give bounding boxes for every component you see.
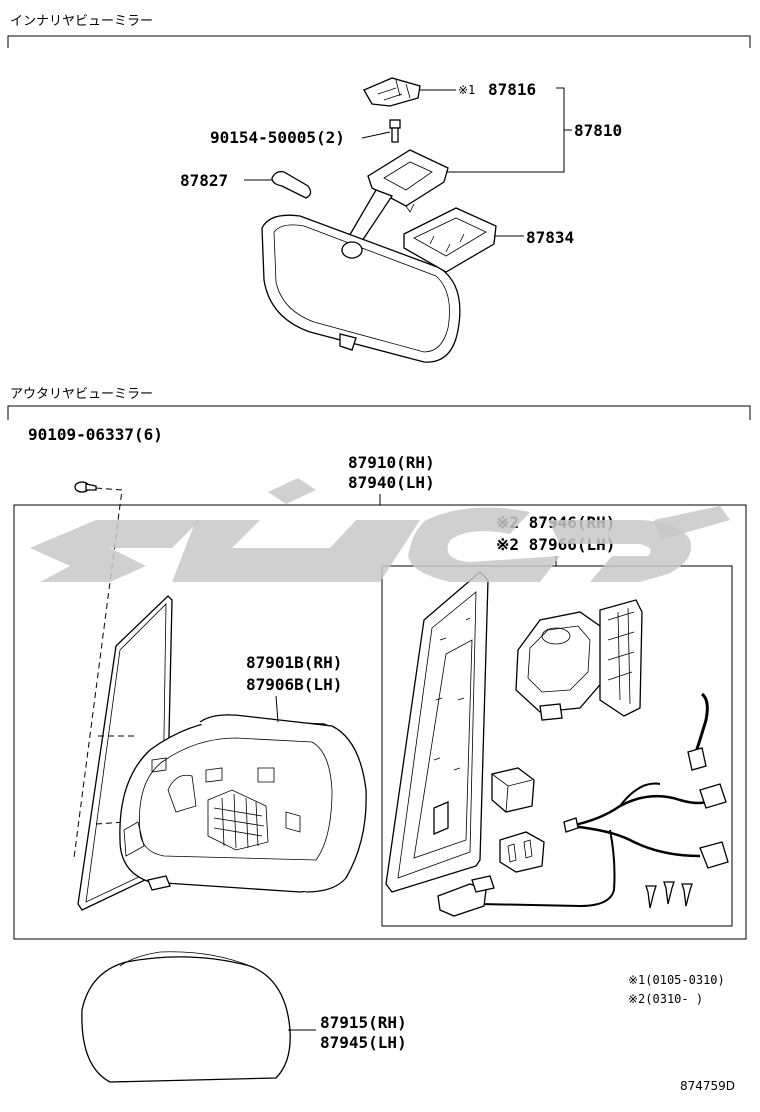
label-87816-note: ※1	[458, 83, 475, 97]
note-2: ※2(0310- )	[628, 992, 703, 1006]
label-87910: 87910(RH)	[348, 453, 435, 472]
part-mirror-frame	[385, 571, 489, 893]
note-1: ※1(0105-0310)	[628, 973, 725, 987]
label-87901b: 87901B(RH)	[246, 653, 342, 672]
part-connector-block	[499, 831, 545, 873]
screw-dashed-line	[73, 487, 123, 859]
part-87816-clip	[363, 77, 421, 107]
leader-90154	[361, 131, 391, 139]
assembly-box-87946	[381, 565, 733, 927]
diagram-ref-code: 874759D	[680, 1079, 735, 1093]
leader-87901b	[275, 695, 279, 723]
arabic-logo-watermark	[30, 478, 730, 582]
section-bracket-outer	[7, 405, 751, 420]
part-harness-plug	[687, 692, 709, 771]
part-inner-mirror-body	[261, 214, 461, 363]
part-87834-cover	[403, 207, 497, 273]
part-87901b-housing	[119, 714, 367, 893]
label-87915: 87915(RH)	[320, 1013, 407, 1032]
part-wire-harness	[437, 782, 729, 917]
section-bracket-interior	[7, 35, 751, 48]
part-small-screws	[645, 881, 693, 909]
part-actuator-motor	[515, 599, 643, 721]
label-90109: 90109-06337(6)	[28, 425, 163, 444]
assembly-box-87910	[13, 504, 747, 940]
label-87827: 87827	[180, 171, 228, 190]
label-87945: 87945(LH)	[320, 1033, 407, 1052]
label-87816: 87816	[488, 80, 536, 99]
label-87906b: 87906B(LH)	[246, 675, 342, 694]
section-title-outer: アウタリヤビューミラー	[10, 387, 153, 402]
label-90154: 90154-50005(2)	[210, 128, 345, 147]
interior-mirror-group	[244, 77, 572, 363]
part-87827-cap	[271, 170, 312, 199]
section-title-interior: インナリヤビューミラー	[10, 14, 153, 29]
label-87940: 87940(LH)	[348, 473, 435, 492]
label-87810: 87810	[574, 121, 622, 140]
label-87834: 87834	[526, 228, 574, 247]
part-87915-cover	[81, 951, 291, 1083]
part-90154-screw	[389, 119, 401, 143]
leader-87810	[446, 87, 565, 173]
part-90109-screw	[74, 481, 97, 493]
part-switch-block	[491, 767, 535, 813]
